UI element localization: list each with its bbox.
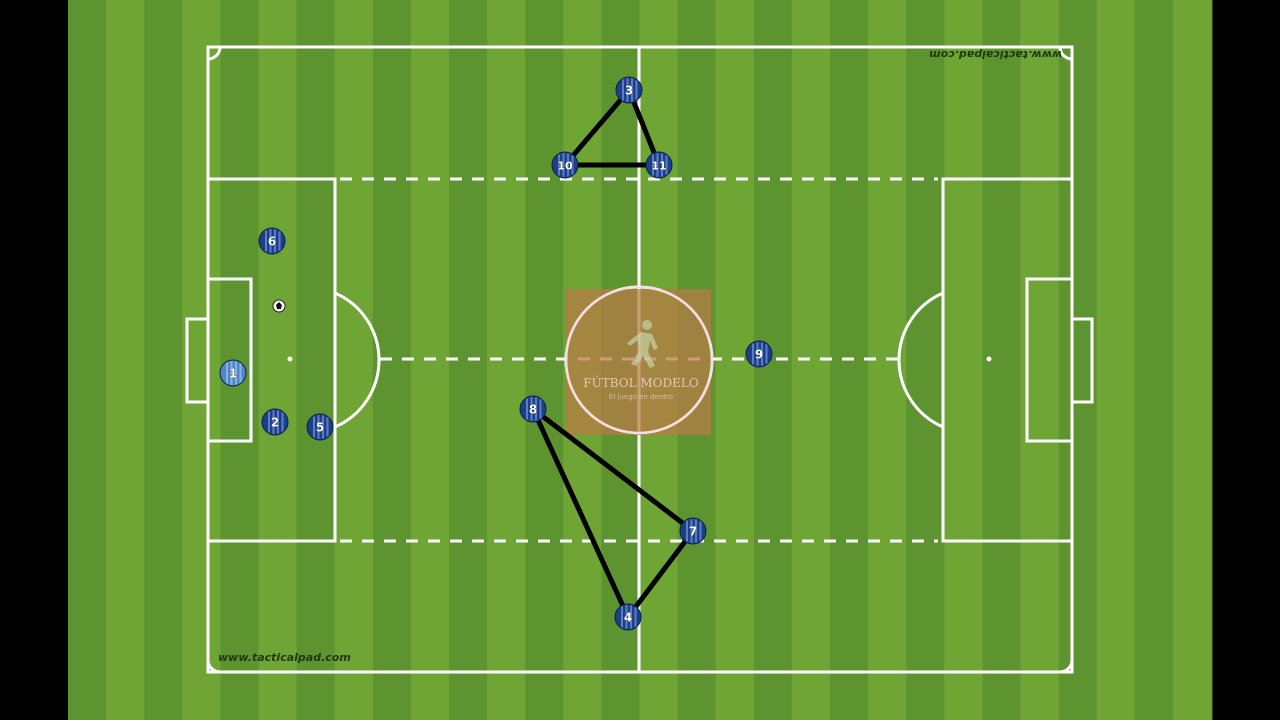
grass xyxy=(68,0,1213,720)
watermark-bottom-left: www.tacticalpad.com xyxy=(218,651,351,664)
corner-arc-bl xyxy=(206,659,221,674)
grass-stripe xyxy=(68,0,107,720)
left-penalty-arc xyxy=(334,291,381,429)
right-goal xyxy=(1070,317,1094,404)
triangle-link xyxy=(530,406,696,534)
right-penalty-spot xyxy=(986,356,992,362)
player-token-goalkeeper[interactable]: 1 xyxy=(219,359,247,387)
zone-lines xyxy=(340,177,938,543)
logo-circle-overlay xyxy=(564,285,714,435)
player-number: 7 xyxy=(689,525,697,539)
left-penalty-spot xyxy=(287,356,293,362)
grass-stripe xyxy=(144,0,183,720)
grass-stripe xyxy=(334,0,374,720)
watermark-top-right: www.tacticalpad.com xyxy=(929,48,1062,61)
player-token[interactable]: 4 xyxy=(614,603,642,631)
grass-stripe xyxy=(906,0,945,720)
player-token[interactable]: 9 xyxy=(745,340,773,368)
player-token[interactable]: 5 xyxy=(306,413,334,441)
grass-stripe xyxy=(1172,0,1212,720)
player-token[interactable]: 8 xyxy=(519,395,547,423)
player-token[interactable]: 3 xyxy=(615,76,643,104)
left-goal xyxy=(185,317,210,404)
player-number: 1 xyxy=(229,367,237,381)
right-penalty-arc xyxy=(897,291,944,429)
player-token[interactable]: 11 xyxy=(645,151,673,179)
grass-stripe xyxy=(182,0,221,720)
player-number: 2 xyxy=(271,416,279,430)
player-number: 4 xyxy=(624,611,632,625)
grass-stripe xyxy=(944,0,983,720)
player-number: 8 xyxy=(529,403,537,417)
logo-tagline: El juego en dentro xyxy=(609,393,673,401)
soccer-ball-icon[interactable] xyxy=(272,299,286,313)
triangle-link xyxy=(562,87,632,168)
player-number: 3 xyxy=(625,84,633,98)
grass-stripe xyxy=(106,0,145,720)
player-token[interactable]: 10 xyxy=(551,151,579,179)
player-token[interactable]: 2 xyxy=(261,408,289,436)
grass-stripe xyxy=(1211,0,1213,720)
grass-stripe xyxy=(1096,0,1136,720)
triangle-link xyxy=(530,406,631,620)
player-number: 9 xyxy=(755,348,763,362)
grass-stripe xyxy=(1134,0,1174,720)
grass-stripe xyxy=(296,0,336,720)
grass-stripe xyxy=(220,0,259,720)
corner-arc-tr xyxy=(1058,46,1073,61)
triangle-link xyxy=(625,528,696,620)
player-token[interactable]: 6 xyxy=(258,227,286,255)
passing-triangles xyxy=(530,87,696,620)
logo-title: FÚTBOL MODELO xyxy=(583,374,699,390)
player-number: 11 xyxy=(651,160,666,173)
player-number: 6 xyxy=(268,235,276,249)
corner-arc-br xyxy=(1059,659,1074,674)
fm-logo: FÚTBOL MODELO El juego en dentro xyxy=(564,285,714,435)
players: 1 2 3 4 5 6 7 8 9 10 11 xyxy=(219,76,773,631)
player-silhouette-icon xyxy=(627,320,658,368)
corner-arc-tl xyxy=(207,46,222,61)
player-number: 5 xyxy=(316,421,324,435)
player-number: 10 xyxy=(557,160,573,173)
player-token[interactable]: 7 xyxy=(679,517,707,545)
